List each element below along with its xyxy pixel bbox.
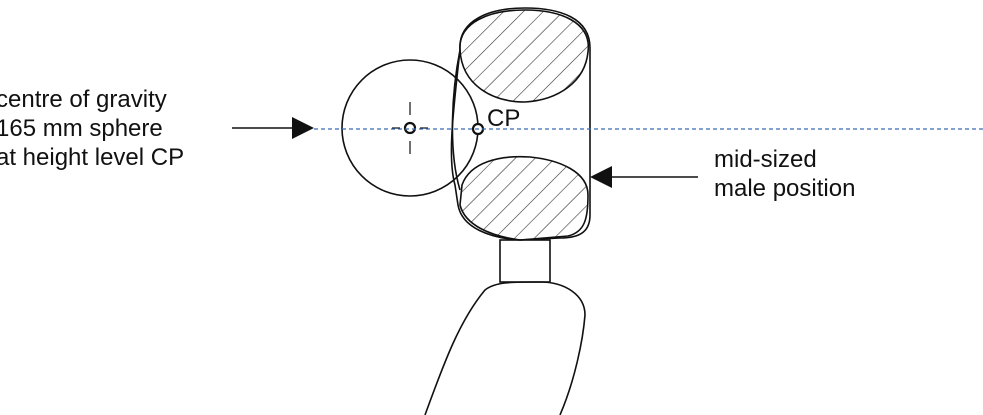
seat-body-outline bbox=[450, 7, 591, 241]
lower-body-outline bbox=[424, 281, 586, 415]
right-annotation-line-2: male position bbox=[714, 175, 855, 202]
lower-hatched-region bbox=[459, 155, 589, 241]
left-annotation-line-3: at height level CP bbox=[0, 144, 184, 171]
right-arrow bbox=[590, 166, 698, 188]
right-annotation-line-1: mid-sized bbox=[714, 146, 817, 173]
centre-of-gravity-point bbox=[403, 121, 417, 135]
upper-hatched-region bbox=[459, 9, 589, 103]
seat-outline bbox=[450, 7, 591, 241]
cp-label: CP bbox=[487, 105, 520, 132]
seat-front-curve bbox=[451, 49, 461, 191]
left-annotation-line-2: 165 mm sphere bbox=[0, 115, 163, 142]
left-arrow bbox=[232, 117, 314, 139]
seat-stem bbox=[499, 239, 551, 283]
left-annotation-line-1: centre of gravity bbox=[0, 86, 167, 113]
sphere-centre-crosshair bbox=[392, 102, 428, 154]
